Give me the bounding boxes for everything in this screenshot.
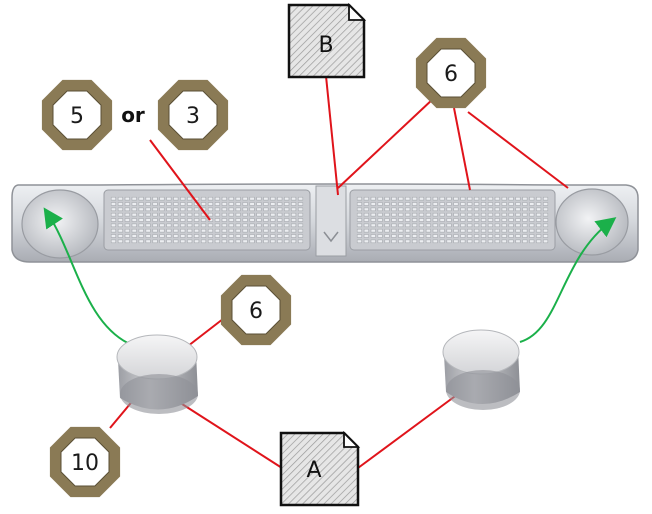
center-divider (315, 185, 347, 257)
callout-10-octagon: 10 (49, 426, 121, 498)
leader-A-to-right-cap (357, 393, 459, 469)
leader-6-to-cup (467, 111, 569, 189)
leader-5or3-to-grille (149, 139, 211, 221)
callout-6-mid-label: 6 (249, 299, 263, 324)
callout-6-top-octagon: 6 (415, 37, 487, 109)
callout-3-label: 3 (186, 104, 200, 129)
right-grille-slots (356, 196, 549, 244)
or-separator-label: or (121, 103, 145, 127)
left-insert-arrow (43, 207, 133, 346)
quantity-callouts: 5 3 6 6 10 (41, 37, 487, 498)
callout-3-octagon: 3 (157, 79, 229, 151)
callout-10-label: 10 (71, 451, 99, 476)
part-tag-A-label: A (306, 458, 321, 483)
right-insert-arrow (519, 217, 617, 343)
hatched-note-corner-icon (348, 2, 367, 21)
left-cap-part (116, 334, 198, 414)
left-grille-slots (110, 196, 304, 244)
grille-bar-part (11, 183, 639, 263)
callout-6-top-label: 6 (444, 62, 458, 87)
leader-B-to-divider (325, 75, 339, 196)
leader-6-to-grille (453, 107, 471, 191)
hatched-note-corner-icon (343, 430, 361, 448)
right-cup-socket (555, 188, 629, 256)
part-tag-A: A (279, 430, 361, 507)
callout-5-label: 5 (70, 104, 84, 129)
callout-5-octagon: 5 (41, 79, 113, 151)
chevron-down-icon (323, 231, 339, 243)
left-cup-socket (21, 189, 99, 259)
callout-6-mid-octagon: 6 (220, 274, 292, 346)
leader-6-to-divider (337, 97, 435, 189)
part-tag-B-label: B (318, 33, 333, 58)
right-cap-part (442, 329, 520, 410)
part-tag-B: B (287, 2, 367, 79)
motion-arrows (43, 207, 617, 346)
